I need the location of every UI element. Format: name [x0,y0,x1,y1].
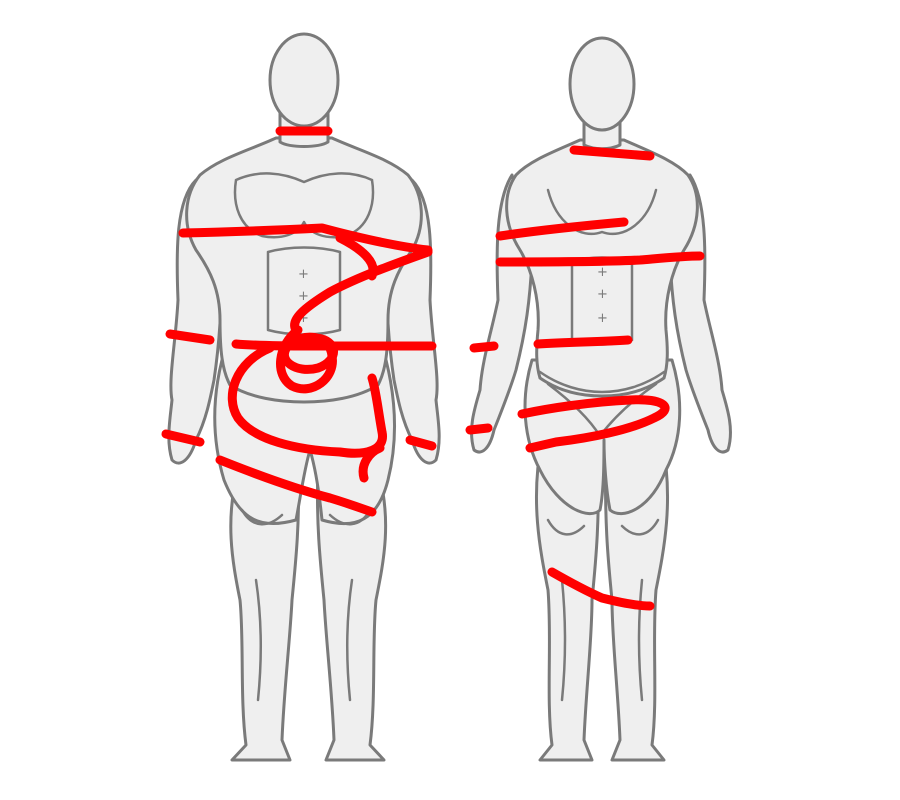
male-hip-loop-stroke [227,343,387,458]
male-abs-mark-2: + [298,289,309,304]
male-left-leg [229,468,301,762]
female-left-forearm-stroke [465,423,493,435]
female-body-outline: + + + [470,36,732,762]
male-abs-mark-3: + [298,311,309,326]
female-hip-loop-stroke [517,395,670,453]
female-chest-stroke [495,217,629,241]
male-belly-swirl-stroke [276,325,338,394]
male-right-forearm-stroke [405,435,437,451]
female-chest-line [546,188,658,236]
male-waist-stroke [165,329,437,351]
male-abs-mark-1: + [298,267,309,282]
male-right-leg [315,468,388,762]
female-abs-mark-2: + [597,287,608,302]
female-abs [570,256,634,346]
red-annotation-strokes [161,126,705,611]
male-torso [185,136,423,404]
male-head [268,32,340,128]
female-abs-mark-1: + [597,265,608,280]
male-chest-line [233,172,375,239]
male-thigh-stroke [215,443,385,517]
female-calf-stroke [547,567,655,611]
female-waist-stroke [469,335,633,353]
female-left-leg [534,438,601,762]
female-right-leg [603,438,670,762]
female-upper-torso-stroke [495,251,705,267]
male-chest-stroke [178,223,433,255]
male-upper-zigzag-stroke [290,233,433,335]
male-left-forearm-stroke [161,429,205,447]
female-abs-mark-3: + [597,311,608,326]
male-knee-lines [240,508,372,702]
female-knee-lines [546,518,660,702]
female-shoulder-stroke [569,145,655,161]
female-head [568,36,636,132]
male-body-outline: + + + [167,32,441,762]
female-torso [505,138,699,398]
